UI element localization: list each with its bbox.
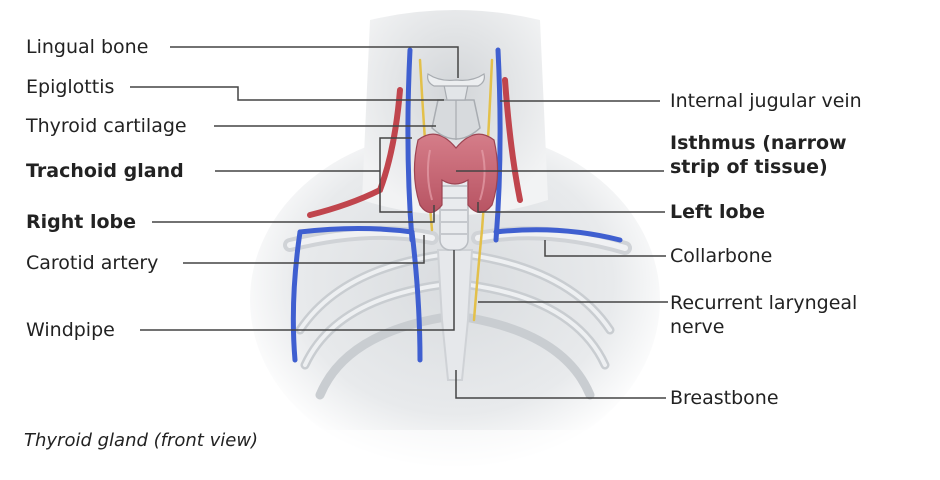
leader-windpipe [140, 250, 455, 331]
label-epiglottis: Epiglottis [26, 76, 115, 98]
lingual-bone-shape [427, 73, 485, 87]
leader-lingual-bone [170, 46, 459, 78]
label-carotid-artery: Carotid artery [26, 252, 159, 274]
figure-caption: Thyroid gland (front view) [24, 430, 259, 451]
leader-carotid-artery [183, 235, 425, 264]
label-thyroid-cartilage: Thyroid cartilage [26, 115, 187, 137]
label-isthmus-line1: Isthmus (narrow [670, 132, 847, 154]
leader-right-lobe [152, 205, 435, 223]
label-collarbone: Collarbone [670, 245, 773, 267]
gland-bracket [379, 137, 412, 213]
label-breastbone: Breastbone [670, 387, 779, 409]
label-isthmus-line2: strip of tissue) [670, 156, 828, 178]
label-windpipe: Windpipe [26, 319, 115, 341]
label-left-lobe: Left lobe [670, 201, 766, 223]
leader-breastbone [455, 370, 666, 399]
thyroid-gland-shape [413, 133, 499, 214]
label-internal-jugular-vein: Internal jugular vein [670, 90, 862, 112]
breastbone-shape [436, 249, 474, 381]
label-lingual-bone: Lingual bone [26, 36, 149, 58]
veins [290, 47, 623, 363]
label-recurrent-laryngeal-line1: Recurrent laryngeal [670, 292, 858, 314]
leader-left-lobe [477, 202, 665, 213]
leader-collarbone [544, 240, 666, 257]
leader-epiglottis [130, 86, 444, 101]
leader-lines [130, 46, 668, 399]
label-recurrent-laryngeal-line2: nerve [670, 316, 725, 338]
label-trachoid-gland: Trachoid gland [26, 160, 184, 182]
label-right-lobe: Right lobe [26, 211, 137, 233]
